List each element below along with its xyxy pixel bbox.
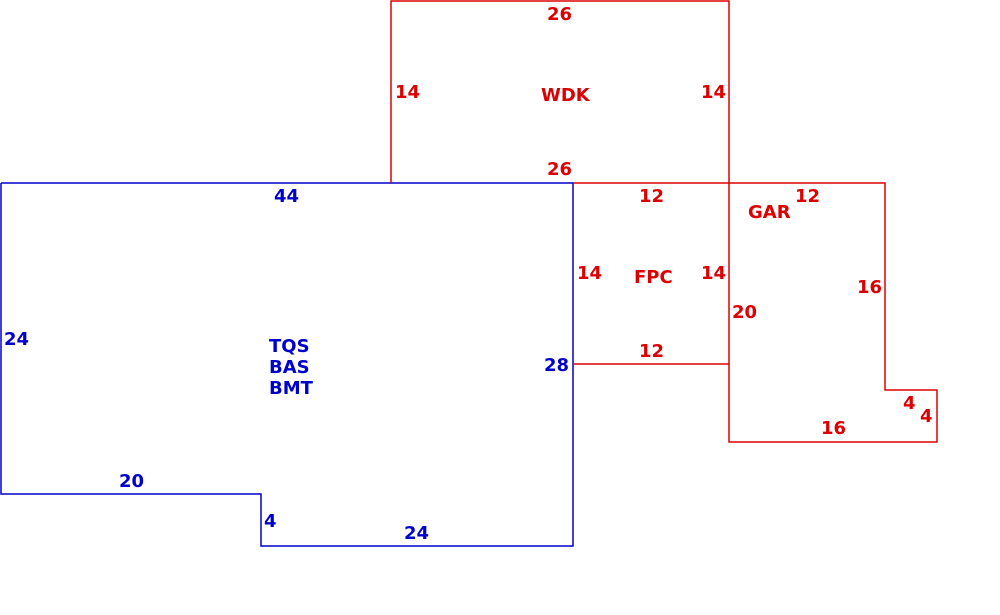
main-code-2: BAS	[269, 357, 310, 378]
main-dim-step: 4	[264, 511, 277, 532]
main-dim-left: 24	[4, 329, 29, 350]
main-code-1: TQS	[269, 336, 310, 357]
gar-dim-bottom: 16	[821, 418, 846, 439]
fpc-dim-bottom: 12	[639, 341, 664, 362]
wdk-dim-left: 14	[395, 82, 420, 103]
main-dim-top: 44	[274, 186, 299, 207]
fpc-code: FPC	[634, 267, 673, 288]
gar-code: GAR	[748, 202, 791, 223]
gar-dim-top: 12	[795, 186, 820, 207]
wdk-dim-right: 14	[701, 82, 726, 103]
wdk-dim-bottom: 26	[547, 159, 572, 180]
gar-dim-right: 16	[857, 277, 882, 298]
gar-dim-notch-top: 4	[903, 393, 916, 414]
main-dim-bottom-right: 24	[404, 523, 429, 544]
wdk-dim-top: 26	[547, 4, 572, 25]
fpc-outline	[573, 182, 730, 365]
gar-dim-notch-right: 4	[920, 406, 933, 427]
wdk-outline	[390, 0, 730, 183]
fpc-dim-left: 14	[577, 263, 602, 284]
wdk-code: WDK	[541, 85, 591, 106]
main-dim-bottom-left: 20	[119, 471, 144, 492]
gar-outline	[728, 182, 938, 443]
gar-dim-left: 20	[732, 302, 757, 323]
fpc-dim-right: 14	[701, 263, 726, 284]
fpc-dim-top: 12	[639, 186, 664, 207]
main-dim-right: 28	[544, 355, 569, 376]
main-code-3: BMT	[269, 378, 314, 399]
